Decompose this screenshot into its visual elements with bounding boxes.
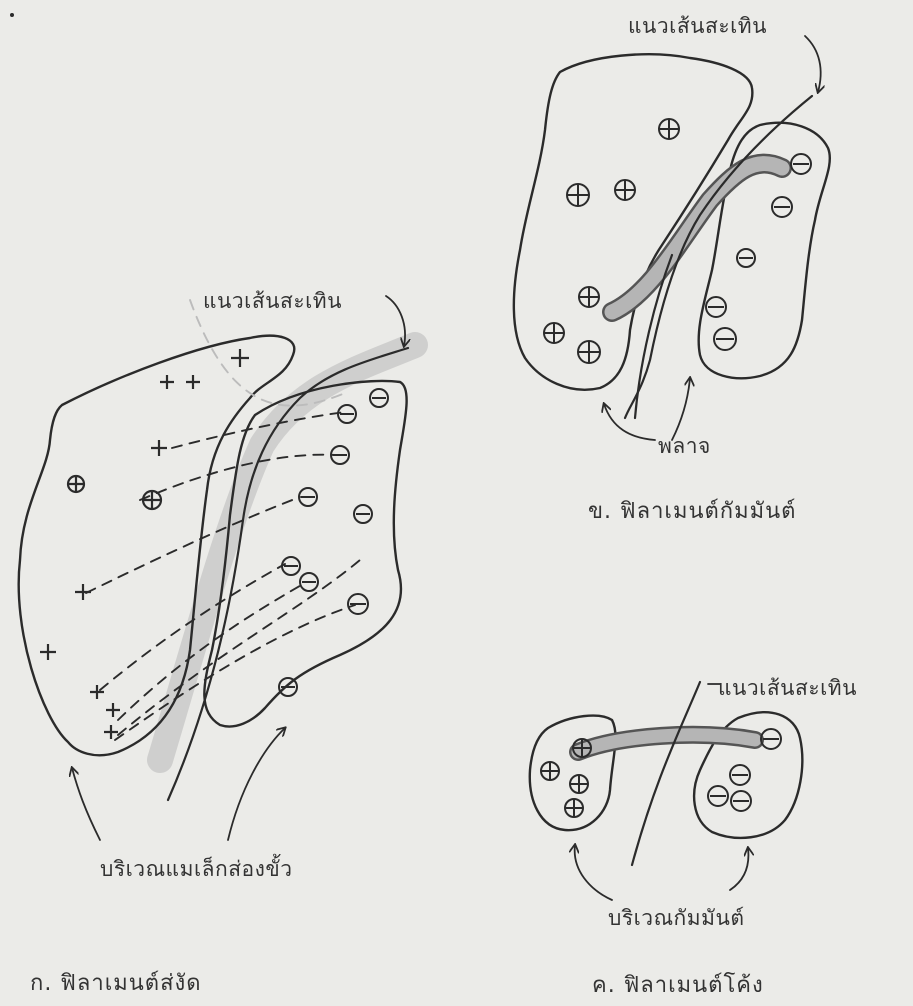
label-plage: พลาจ (658, 430, 711, 463)
positive-region-c (530, 716, 616, 831)
caption-c: ค. ฟิลาเมนต์โค้ง (592, 967, 764, 1002)
arrow-positive-region (72, 768, 100, 840)
caption-b: ข. ฟิลาเมนต์กัมมันต์ (588, 493, 796, 528)
positive-region-a (19, 336, 295, 756)
neutral-line-c (632, 682, 700, 865)
label-neutral-line-b: แนวเส้นสะเทิน (628, 10, 767, 43)
arrow-active-right (730, 848, 748, 890)
panel-b (514, 36, 830, 440)
label-neutral-line-c: แนวเส้นสะเทิน (718, 672, 857, 705)
neutral-line-b (625, 96, 812, 418)
arrow-active-left (575, 845, 612, 900)
caption-a: ก. ฟิลาเมนต์ส่งัด (30, 965, 202, 1000)
panel-c (530, 682, 803, 900)
negative-symbol (279, 389, 388, 696)
arrow-negative-region (228, 728, 285, 840)
label-active-region: บริเวณกัมมันต์ (608, 902, 744, 935)
positive-symbol-b (544, 119, 679, 363)
panel-a (19, 296, 415, 840)
label-bipolar-region: บริเวณแมเล็กส่องขั้ว (100, 853, 293, 886)
label-neutral-line-a: แนวเส้นสะเทิน (203, 285, 342, 318)
dot-mark (10, 13, 14, 17)
arrow-neutral-line-b (805, 36, 821, 92)
